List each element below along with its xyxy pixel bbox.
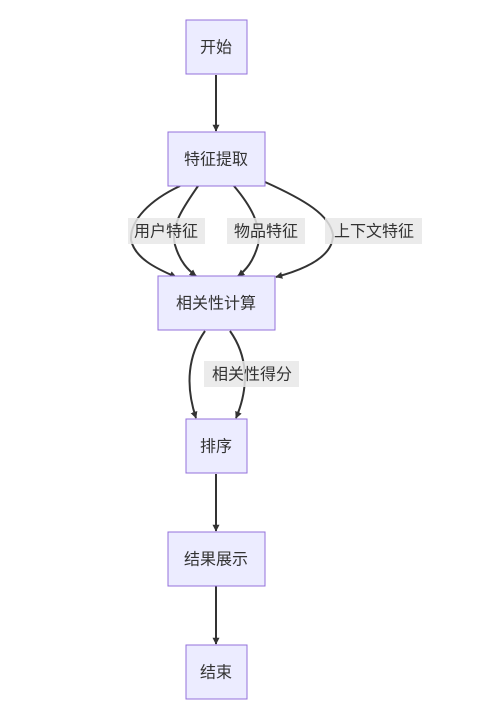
edge-feature-to-relevance-item: [233, 185, 260, 277]
node-sort: 排序: [185, 418, 248, 474]
edge-feature-to-relevance-user-b: [173, 185, 199, 277]
edge-label-item-feature: 物品特征: [227, 218, 305, 244]
edge-label-user-feature-text: 用户特征: [134, 222, 198, 241]
node-feature-extraction: 特征提取: [167, 131, 266, 187]
node-relevance-calculation: 相关性计算: [157, 275, 276, 331]
node-end-label: 结束: [200, 663, 232, 682]
edge-label-item-feature-text: 物品特征: [234, 222, 298, 241]
edge-label-user-feature: 用户特征: [128, 218, 205, 244]
node-result-display-label: 结果展示: [184, 550, 248, 569]
node-end: 结束: [185, 644, 248, 700]
edge-relevance-to-sort-a: [188, 330, 206, 419]
edge-label-context-feature: 上下文特征: [325, 218, 422, 244]
node-sort-label: 排序: [200, 437, 232, 456]
node-feature-extraction-label: 特征提取: [184, 150, 248, 169]
node-relevance-calculation-label: 相关性计算: [176, 294, 256, 313]
node-start-label: 开始: [200, 38, 232, 57]
node-result-display: 结果展示: [167, 531, 266, 587]
edge-label-relevance-score-text: 相关性得分: [212, 365, 292, 384]
edge-label-context-feature-text: 上下文特征: [334, 222, 414, 241]
node-start: 开始: [185, 19, 248, 75]
edge-label-relevance-score: 相关性得分: [204, 361, 299, 387]
